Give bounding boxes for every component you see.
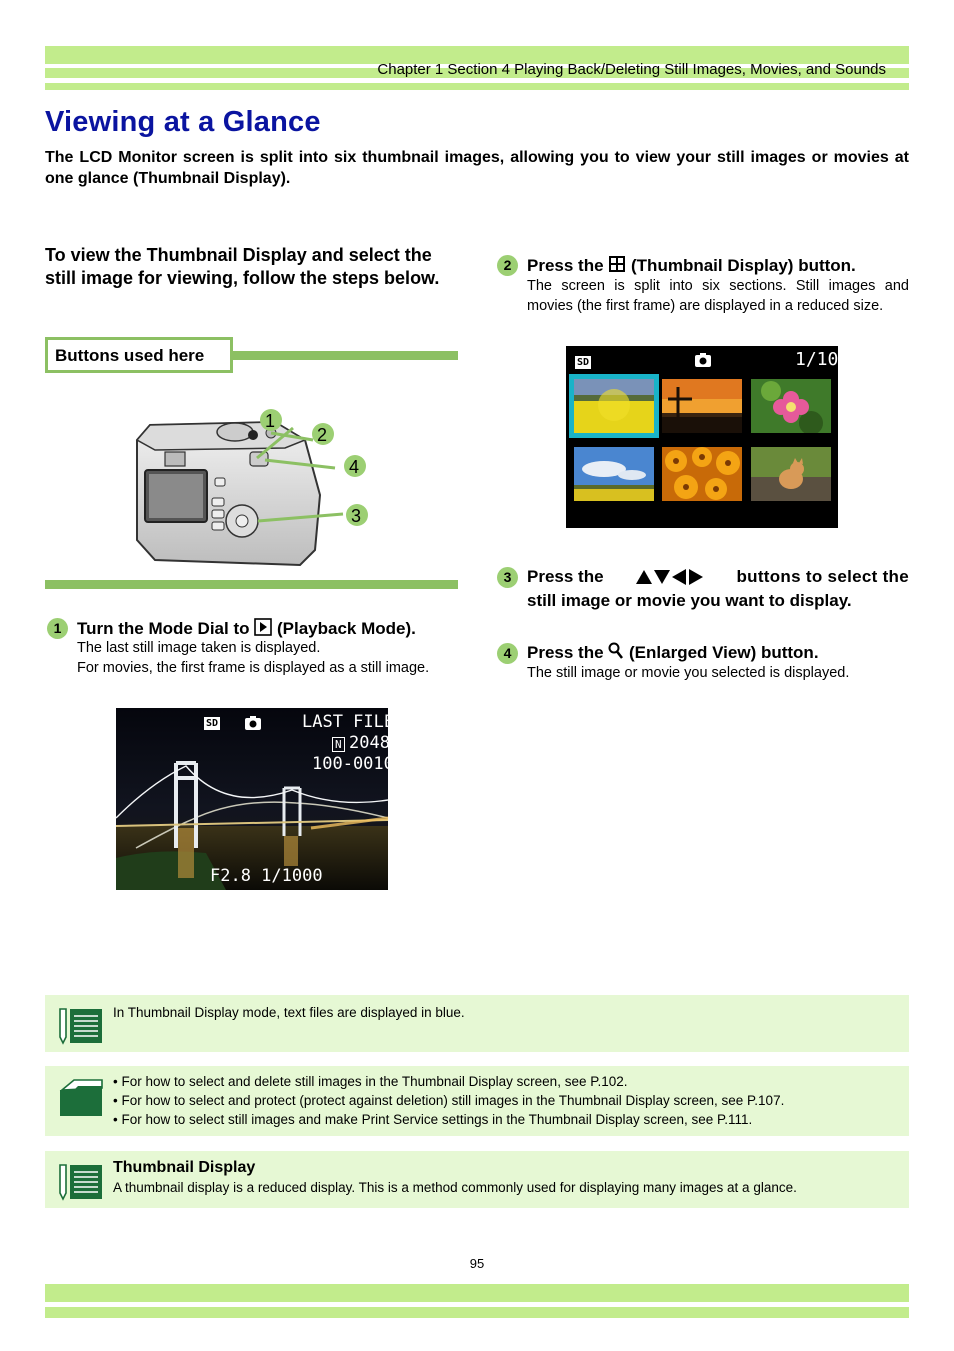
footer-band-top bbox=[45, 1284, 909, 1302]
memo-icon bbox=[59, 1008, 102, 1045]
lcd1-last-file: LAST FILE bbox=[302, 712, 388, 732]
reference-list: • For how to select and delete still ima… bbox=[113, 1072, 784, 1129]
glossary-text: Thumbnail Display A thumbnail display is… bbox=[113, 1158, 797, 1197]
lcd1-file-number: 100-0010 bbox=[312, 754, 388, 774]
lcd1-exposure: F2.8 1/1000 bbox=[210, 866, 323, 886]
thumbnail-4-sky-field[interactable] bbox=[574, 447, 654, 501]
step-3-title: Press the buttons to select the still im… bbox=[527, 567, 909, 610]
buttons-used-label: Buttons used here bbox=[55, 346, 205, 365]
header-band-mid bbox=[45, 68, 909, 78]
chapter-header: Chapter 1 Section 4 Playing Back/Deletin… bbox=[377, 61, 886, 78]
lcd2-sd-badge: SD bbox=[575, 356, 592, 369]
step-1-title: Turn the Mode Dial to (Playback Mode). bbox=[77, 618, 416, 638]
footer-band-bottom bbox=[45, 1307, 909, 1318]
page-title: Viewing at a Glance bbox=[45, 106, 321, 138]
camera-illustration: 1 2 4 3 bbox=[135, 409, 368, 567]
thumbnail-3-pink-flower[interactable] bbox=[751, 379, 831, 433]
step-2-title: Press the (Thumbnail Display) button. bbox=[527, 256, 856, 275]
note-box-glossary: Thumbnail Display A thumbnail display is… bbox=[45, 1151, 909, 1208]
glossary-body: A thumbnail display is a reduced display… bbox=[113, 1180, 797, 1195]
arrow-buttons-icon bbox=[636, 569, 703, 585]
memo-icon-2 bbox=[59, 1164, 102, 1201]
callout-1: 1 bbox=[265, 411, 275, 431]
buttons-used-box: Buttons used here bbox=[45, 337, 233, 373]
step-4-title: Press the (Enlarged View) button. bbox=[527, 642, 819, 662]
camera-mode-icon bbox=[245, 716, 261, 730]
step-1-number: 1 bbox=[47, 618, 68, 639]
folder-icon bbox=[59, 1079, 103, 1116]
buttons-rule bbox=[230, 351, 458, 360]
thumbnail-2-sunset-cross[interactable] bbox=[662, 379, 742, 433]
bridge-night-photo bbox=[116, 708, 388, 890]
step-4-number: 4 bbox=[497, 643, 518, 664]
lcd1-size-badge: N bbox=[332, 737, 345, 752]
camera-mode-icon-2 bbox=[695, 353, 711, 367]
thumbnail-5-orange-flowers[interactable] bbox=[662, 447, 742, 501]
header-band-bottom bbox=[45, 83, 909, 90]
lcd-playback-screen: SD LAST FILE N 2048 100-0010 F2.8 1/1000 bbox=[116, 708, 388, 890]
lcd1-sd-badge: SD bbox=[204, 717, 221, 730]
step-4-body: The still image or movie you selected is… bbox=[527, 665, 850, 681]
left-column-rule bbox=[45, 580, 458, 589]
playback-icon bbox=[254, 618, 273, 636]
callout-2: 2 bbox=[317, 425, 327, 445]
lcd1-size: 2048 bbox=[349, 733, 388, 753]
lcd-thumbnail-screen: SD 1/10 bbox=[566, 346, 838, 528]
page-number: 95 bbox=[469, 1256, 485, 1271]
reference-item: • For how to select and protect (protect… bbox=[113, 1093, 785, 1108]
note-box-text-files: In Thumbnail Display mode, text files ar… bbox=[45, 995, 909, 1052]
thumbnail-1-flower-field[interactable] bbox=[574, 379, 654, 433]
reference-item: • For how to select and delete still ima… bbox=[113, 1074, 628, 1089]
lcd2-counter: 1/10 bbox=[795, 349, 838, 370]
thumbnail-6-cat[interactable] bbox=[751, 447, 831, 501]
note-box-references: • For how to select and delete still ima… bbox=[45, 1066, 909, 1136]
magnifier-icon bbox=[608, 642, 624, 659]
reference-item: • For how to select still images and mak… bbox=[113, 1112, 753, 1127]
header-band-top bbox=[45, 46, 909, 64]
step-2-body: The screen is split into six sections. S… bbox=[527, 278, 909, 314]
thumbnail-display-icon bbox=[609, 256, 626, 272]
step-1-body: The last still image taken is displayed.… bbox=[77, 640, 430, 676]
callout-3: 3 bbox=[351, 506, 361, 526]
note-text-files: In Thumbnail Display mode, text files ar… bbox=[113, 1005, 465, 1020]
lead-text: To view the Thumbnail Display and select… bbox=[45, 245, 440, 288]
step-3-number: 3 bbox=[497, 567, 518, 588]
intro-text: The LCD Monitor screen is split into six… bbox=[45, 149, 909, 187]
glossary-title: Thumbnail Display bbox=[113, 1159, 256, 1176]
step-2-number: 2 bbox=[497, 255, 518, 276]
callout-4: 4 bbox=[349, 457, 359, 477]
